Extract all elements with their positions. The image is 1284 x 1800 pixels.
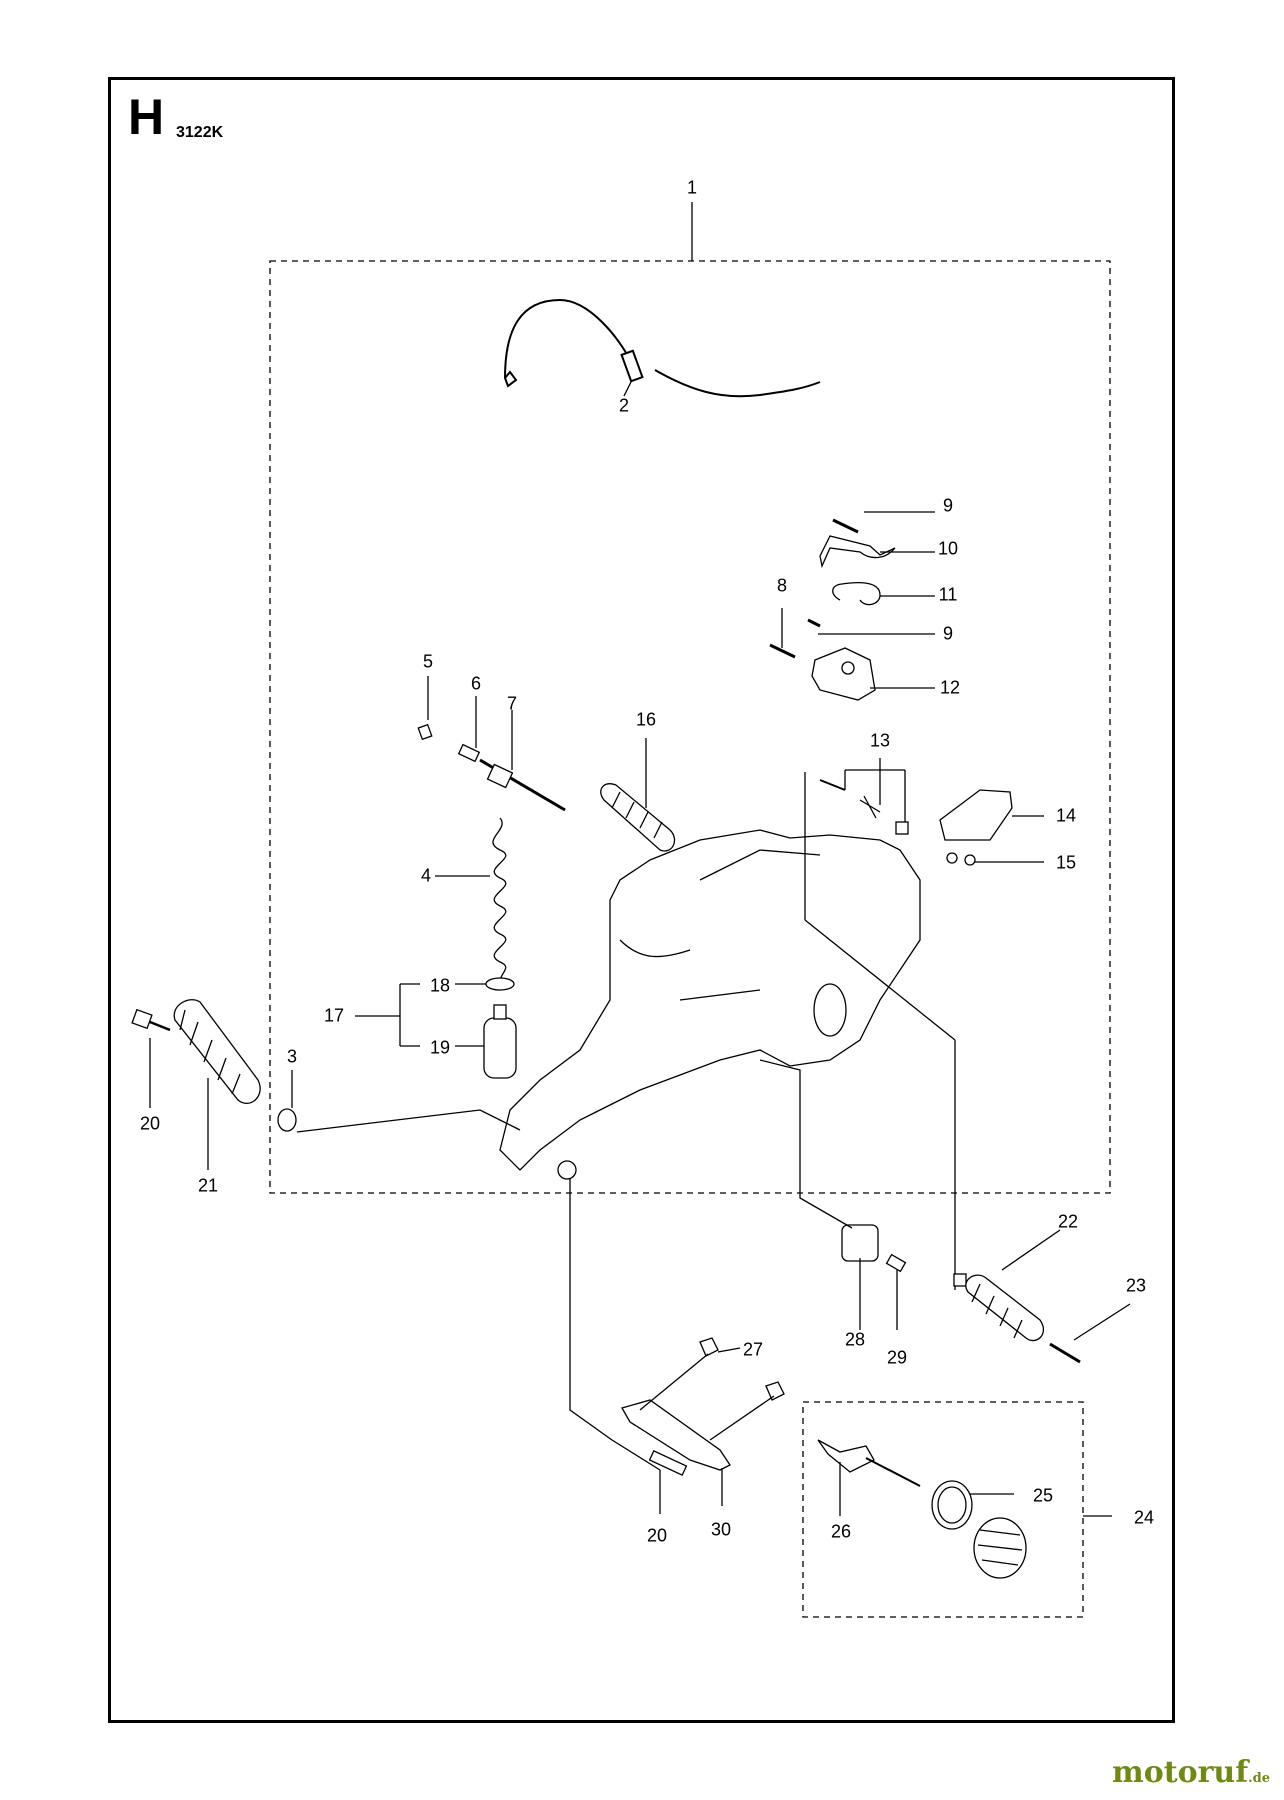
site-watermark: motoruf.de xyxy=(1112,1755,1270,1790)
callout-13: 13 xyxy=(869,730,891,751)
model-code: 3122K xyxy=(176,124,224,141)
callout-9-upper: 9 xyxy=(942,495,954,516)
callout-20-left: 20 xyxy=(139,1113,161,1134)
callout-23: 23 xyxy=(1125,1275,1147,1296)
buffer-spring-16 xyxy=(600,783,676,852)
callout-12: 12 xyxy=(939,677,961,698)
callout-17: 17 xyxy=(323,1005,345,1026)
callout-5: 5 xyxy=(422,651,434,672)
watermark-tld: .de xyxy=(1248,1771,1270,1786)
callout-18: 18 xyxy=(429,975,451,996)
callout-1: 1 xyxy=(686,177,698,198)
assembly-24-box xyxy=(802,1401,1084,1618)
throttle-lever-parts xyxy=(769,518,896,701)
callout-21: 21 xyxy=(197,1175,219,1196)
callout-8: 8 xyxy=(776,575,788,596)
callout-11: 11 xyxy=(938,584,958,605)
section-letter: H xyxy=(128,89,165,145)
callout-10: 10 xyxy=(937,538,959,559)
assembly-1-box xyxy=(269,260,1111,1194)
spring-21-bolt-20 xyxy=(131,999,297,1132)
callout-24: 24 xyxy=(1133,1507,1155,1528)
throttle-cable-part xyxy=(503,298,821,398)
callout-30: 30 xyxy=(710,1519,732,1540)
callout-20-bottom: 20 xyxy=(646,1525,668,1546)
callout-22: 22 xyxy=(1057,1211,1079,1232)
callout-6: 6 xyxy=(470,673,482,694)
watermark-brand: motoruf xyxy=(1111,1755,1249,1790)
diagram-frame xyxy=(108,77,1175,1723)
rubber-mount-28 xyxy=(841,1224,907,1273)
callout-25: 25 xyxy=(1032,1485,1054,1506)
callout-15: 15 xyxy=(1055,852,1077,873)
cover-plate-14 xyxy=(939,789,1013,866)
callout-16: 16 xyxy=(635,709,657,730)
fuel-tank-housing xyxy=(499,829,921,1180)
callout-29: 29 xyxy=(886,1347,908,1368)
fuel-cap-24 xyxy=(817,1439,1027,1579)
callout-14: 14 xyxy=(1055,805,1077,826)
callout-2: 2 xyxy=(618,395,630,416)
callout-9-lower: 9 xyxy=(942,623,954,644)
fuel-hose-and-filter xyxy=(483,817,517,1079)
callout-26: 26 xyxy=(830,1521,852,1542)
pin-and-bushing-parts xyxy=(417,723,566,812)
callout-7: 7 xyxy=(506,693,518,714)
callout-19: 19 xyxy=(429,1037,451,1058)
callout-3: 3 xyxy=(286,1046,298,1067)
bracket-30 xyxy=(621,1337,785,1477)
callout-28: 28 xyxy=(844,1329,866,1350)
screw-spring-13 xyxy=(819,779,909,835)
callout-27: 27 xyxy=(742,1339,764,1360)
spring-22-bolt-23 xyxy=(953,1273,1081,1364)
callout-4: 4 xyxy=(420,865,432,886)
